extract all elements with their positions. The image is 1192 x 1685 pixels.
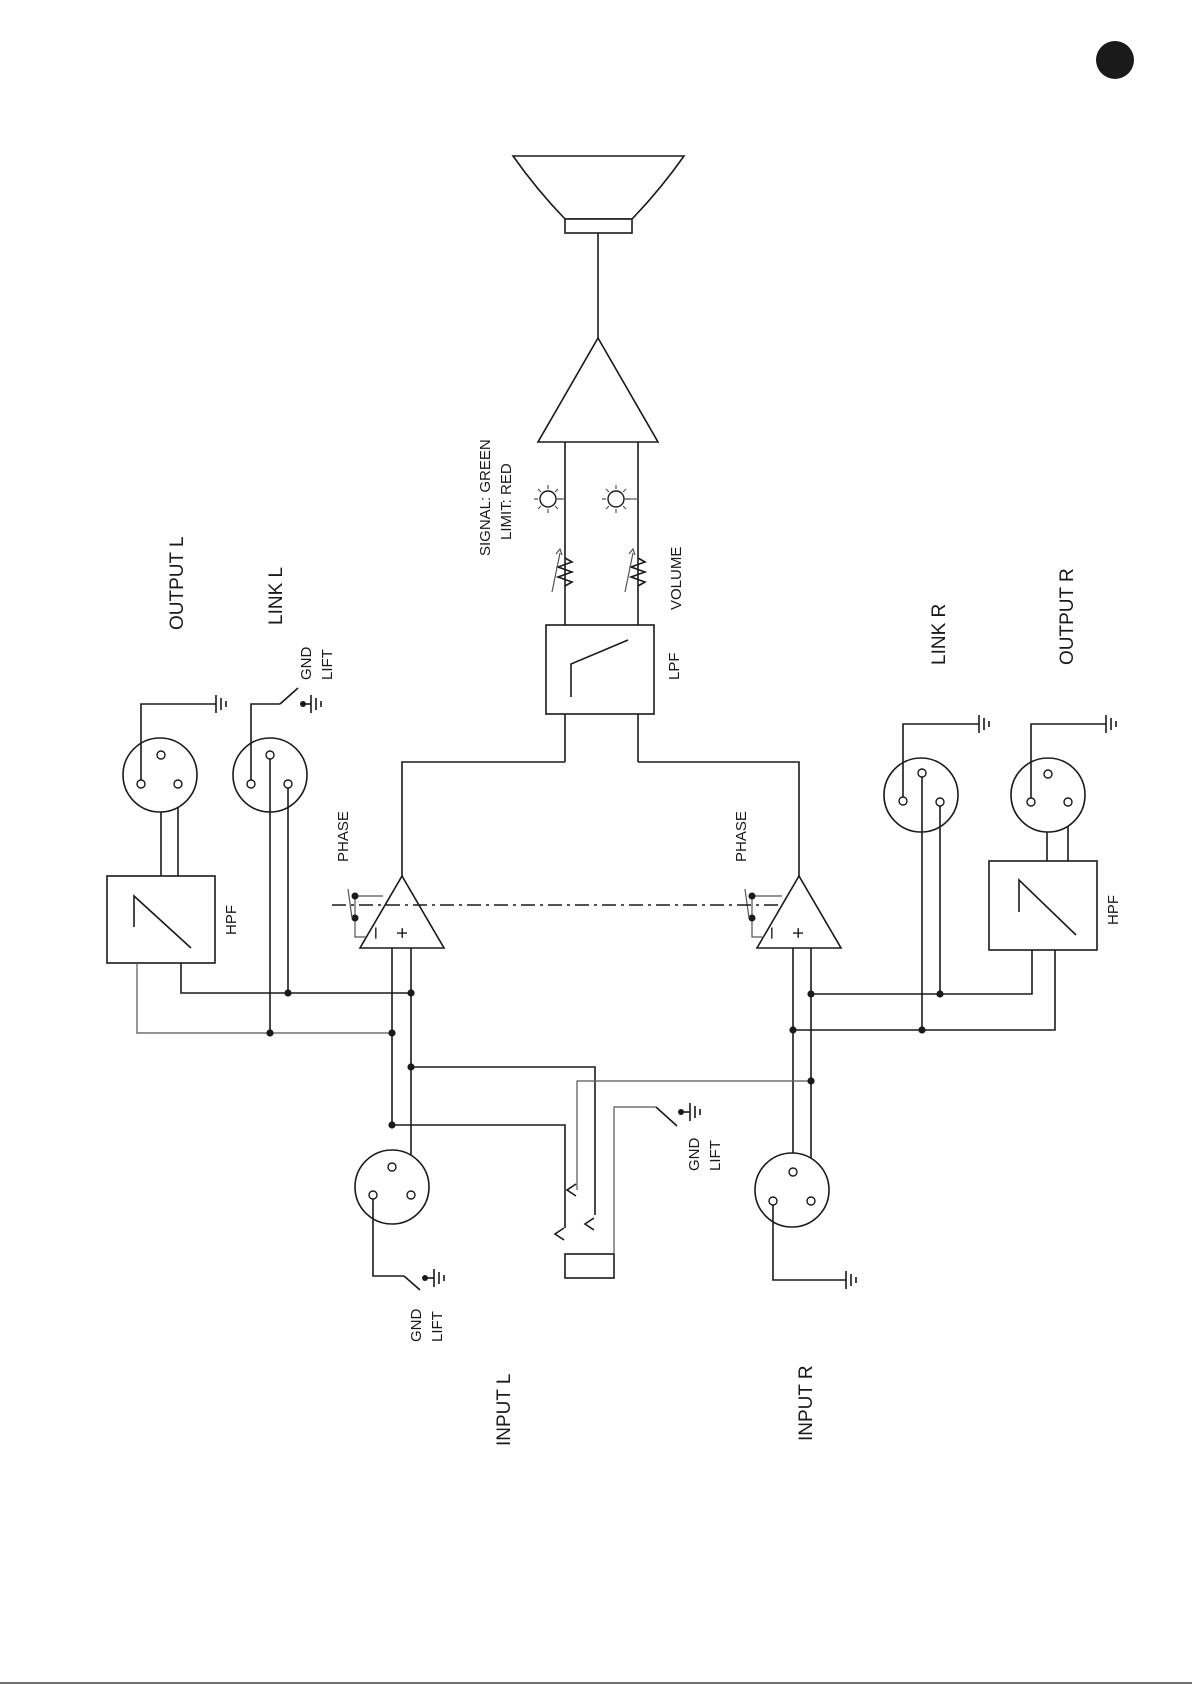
gnd-lift-input-l-label-line1: GND — [408, 1309, 425, 1343]
power-amplifier — [538, 338, 658, 625]
link-r-label: LINK R — [929, 604, 950, 665]
input-opamp-left: – + — [360, 876, 444, 1193]
gnd-lift-switch-jack[interactable] — [656, 1103, 700, 1126]
opamp-left-plus: + — [392, 927, 414, 939]
input-l-xlr-connector — [355, 1150, 429, 1276]
input-l-label: INPUT L — [494, 1373, 515, 1446]
link-l-label: LINK L — [266, 567, 287, 625]
output-r-label: OUTPUT R — [1057, 568, 1078, 665]
gnd-lift-switch-link-l[interactable] — [280, 688, 321, 713]
gnd-lift-switch-input-l[interactable] — [404, 1269, 444, 1290]
volume-label: VOLUME — [668, 547, 685, 610]
phase-left-label: PHASE — [335, 811, 352, 862]
gnd-lift-jack-label-line1: GND — [686, 1138, 703, 1172]
signal-led-icon — [534, 485, 565, 513]
input-r-label: INPUT R — [796, 1365, 817, 1441]
volume-potentiometer-right — [625, 549, 645, 592]
link-r-xlr-connector — [884, 724, 979, 1030]
opamp-right-plus: + — [788, 927, 810, 939]
output-l-xlr-connector — [123, 704, 216, 812]
opamp-left-minus: – — [364, 927, 386, 939]
gnd-lift-link-l-label-line2: LIFT — [319, 649, 336, 680]
signal-green-label: SIGNAL: GREEN — [477, 439, 494, 556]
limit-led-icon — [602, 485, 638, 513]
gnd-lift-link-l-label-line1: GND — [298, 647, 315, 681]
hpf-right-label: HPF — [1105, 895, 1122, 925]
lpf-label: LPF — [666, 652, 683, 680]
gnd-lift-jack-label-line2: LIFT — [707, 1140, 724, 1171]
link-l-xlr-connector — [233, 704, 307, 1033]
output-r-ground-icon — [1106, 715, 1116, 733]
limit-red-label: LIMIT: RED — [498, 463, 515, 540]
output-l-ground-icon — [216, 695, 226, 713]
input-r-ground-icon — [846, 1271, 856, 1289]
junction-dots — [266, 989, 943, 1128]
loudspeaker-icon — [513, 156, 684, 338]
jack-input-wiring — [392, 1067, 811, 1278]
link-r-ground-icon — [979, 715, 989, 733]
input-opamp-right: – + — [757, 876, 841, 1198]
page-marker-dot — [1096, 41, 1134, 79]
phase-right-label: PHASE — [733, 811, 750, 862]
gnd-lift-input-l-label-line2: LIFT — [429, 1311, 446, 1342]
input-r-xlr-connector — [755, 1153, 846, 1280]
output-r-xlr-connector — [1011, 724, 1106, 832]
output-l-label: OUTPUT L — [167, 536, 188, 630]
volume-potentiometer-left — [552, 549, 572, 592]
hpf-left-label: HPF — [223, 905, 240, 935]
